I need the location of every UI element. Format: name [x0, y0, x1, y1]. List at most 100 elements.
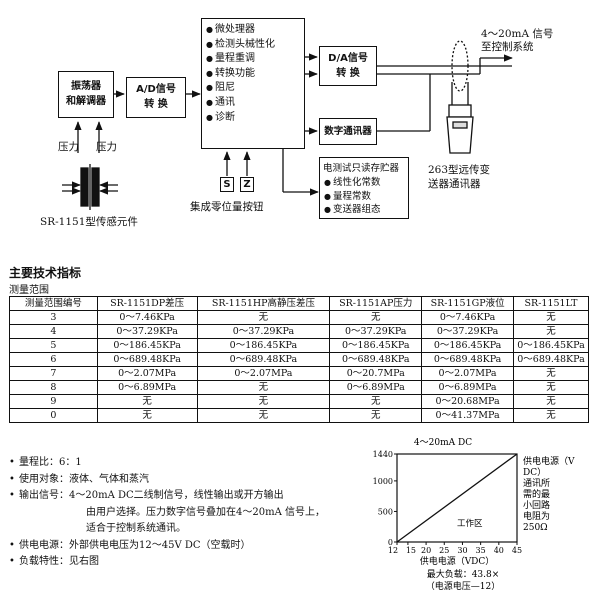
feature-text: 负载特性：见右图 — [19, 556, 99, 567]
table-header-cell: SR-1151DP差压 — [96, 296, 198, 311]
zero-switch-z: Z — [240, 177, 254, 192]
x-tick-label: 45 — [512, 546, 522, 555]
load-line — [396, 453, 518, 543]
memory-item: 量程常数 — [324, 190, 381, 204]
table-cell: 0～6.89MPa — [96, 380, 198, 395]
table-row: 0 无 无 无 0～41.37MPa 无 — [9, 408, 589, 423]
table-row: 7 0～2.07MPa 0～2.07MPa 0～20.7MPa 0～2.07MP… — [9, 366, 589, 381]
feature-list: •量程比：6：1 •使用对象：液体、气体和蒸汽 •输出信号：4～20mA DC二… — [9, 455, 325, 571]
table-cell: 0～2.07MPa — [196, 366, 331, 381]
table-cell: 无 — [513, 408, 589, 423]
table-cell: 0～186.45KPa — [196, 338, 331, 353]
y-tick-label: 500 — [378, 507, 393, 516]
sensor-element-shape — [62, 164, 118, 210]
specs-heading: 主要技术指标 — [9, 266, 82, 280]
table-cell: 0～6.89MPa — [421, 380, 515, 395]
table-header-cell: SR-1151HP高静压差压 — [196, 296, 331, 311]
table-cell: 5 — [9, 338, 98, 353]
y-tick-label: 1440 — [373, 450, 393, 459]
table-cell: 0～7.46KPa — [421, 310, 515, 325]
table-header-cell: SR-1151LT — [513, 296, 589, 311]
sensor-element-label: SR-1151型传感元件 — [40, 216, 138, 228]
diagram-connectors — [62, 40, 513, 210]
table-cell: 0～2.07MPa — [421, 366, 515, 381]
memory-item: 线性化常数 — [324, 176, 381, 190]
remote-communicator-label: 263型远传变 送器通讯器 — [428, 164, 491, 190]
output-signal-label: 4～20mA 信号 至控制系统 — [481, 28, 554, 53]
right-note-line: 小回路 — [523, 499, 550, 511]
table-cell: 0～689.48KPa — [196, 352, 331, 367]
pressure-left-label: 压力 — [58, 141, 79, 153]
feature-output-cont: 适合于控制系统通讯。 — [86, 523, 186, 534]
table-cell: 4 — [9, 324, 98, 339]
table-cell: 9 — [9, 394, 98, 409]
table-cell: 0～37.29KPa — [421, 324, 515, 339]
table-cell: 7 — [9, 366, 98, 381]
x-tick-label: 12 — [388, 546, 398, 555]
right-note-line: 250Ω — [523, 523, 548, 533]
table-cell: 0～41.37MPa — [421, 408, 515, 423]
table-cell: 0～186.45KPa — [329, 338, 423, 353]
y-tick-label: 1000 — [373, 477, 393, 486]
table-header-row: 测量范围编号 SR-1151DP差压 SR-1151HP高静压差压 SR-115… — [9, 296, 589, 311]
table-cell: 0～689.48KPa — [329, 352, 423, 367]
table-header-cell: 测量范围编号 — [9, 296, 98, 311]
right-note-line: 通讯所 — [523, 478, 550, 489]
table-cell: 无 — [196, 394, 331, 409]
right-note-line: 供电电源（V — [523, 455, 575, 467]
table-cell: 0～7.46KPa — [96, 310, 198, 325]
table-cell: 8 — [9, 380, 98, 395]
feature-range-ratio: •量程比：6：1 — [9, 457, 82, 468]
memory-box: 电测试只读存贮器 线性化常数 量程常数 变送器组态 — [319, 157, 409, 219]
processor-feature: 检测头械性化 — [206, 38, 304, 53]
table-cell: 无 — [196, 380, 331, 395]
memory-item-list: 线性化常数 量程常数 变送器组态 — [320, 176, 381, 217]
right-note-line: DC） — [523, 467, 546, 478]
digital-communicator-box: 数字通讯器 — [319, 118, 377, 145]
x-tick-label: 30 — [457, 546, 467, 555]
table-row: 4 0～37.29KPa 0～37.29KPa 0～37.29KPa 0～37.… — [9, 324, 589, 339]
processor-feature: 诊断 — [206, 111, 304, 126]
x-tick-label: 15 — [406, 546, 416, 555]
processor-feature: 量程重调 — [206, 52, 304, 67]
x-tick-label: 25 — [439, 546, 449, 555]
measurement-range-table: 测量范围编号 SR-1151DP差压 SR-1151HP高静压差压 SR-115… — [9, 296, 589, 423]
feature-text: 输出信号：4～20mA DC二线制信号，线性输出或开方输出 — [19, 490, 284, 501]
table-header-cell: SR-1151GP液位 — [421, 296, 515, 311]
processor-feature: 微处理器 — [206, 23, 304, 38]
table-cell: 0～6.89MPa — [329, 380, 423, 395]
table-cell: 0～186.45KPa — [96, 338, 198, 353]
table-row: 5 0～186.45KPa 0～186.45KPa 0～186.45KPa 0～… — [9, 338, 589, 353]
microprocessor-box: 微处理器 检测头械性化 量程重调 转换功能 阻尼 通讯 诊断 — [201, 18, 305, 149]
x-axis-label: 供电电源（VDC） — [420, 555, 495, 567]
zero-button-label: 集成零位量按钮 — [190, 201, 264, 213]
ad-converter-box: A/D信号 转 换 — [126, 77, 186, 118]
table-cell: 0～186.45KPa — [421, 338, 515, 353]
table-cell: 无 — [196, 408, 331, 423]
table-cell: 无 — [513, 394, 589, 409]
table-cell: 0～689.48KPa — [96, 352, 198, 367]
feature-output: •输出信号：4～20mA DC二线制信号，线性输出或开方输出 — [9, 490, 284, 501]
x-tick-label: 40 — [494, 546, 504, 555]
table-cell: 0～689.48KPa — [513, 352, 589, 367]
processor-feature-list: 微处理器 检测头械性化 量程重调 转换功能 阻尼 通讯 诊断 — [202, 19, 304, 125]
feature-text: 供电电源：外部供电电压为12～45V DC（空载时） — [19, 539, 251, 551]
pressure-right-label: 压力 — [96, 141, 117, 153]
table-row: 8 0～6.89MPa 无 0～6.89MPa 0～6.89MPa 无 — [9, 380, 589, 395]
processor-feature: 阻尼 — [206, 81, 304, 96]
table-cell: 无 — [96, 408, 198, 423]
table-cell: 无 — [196, 310, 331, 325]
table-cell: 无 — [513, 324, 589, 339]
table-row: 9 无 无 无 0～20.68MPa 无 — [9, 394, 589, 409]
feature-text: 使用对象：液体、气体和蒸汽 — [19, 473, 149, 485]
table-cell: 无 — [513, 310, 589, 325]
table-cell: 0～20.7MPa — [329, 366, 423, 381]
table-cell: 0～37.29KPa — [329, 324, 423, 339]
chart-title: 4～20mA DC — [414, 438, 472, 448]
right-note-line: 需的最 — [523, 488, 550, 500]
table-cell: 0～37.29KPa — [196, 324, 331, 339]
feature-supply: •供电电源：外部供电电压为12～45V DC（空载时） — [9, 539, 251, 551]
processor-feature: 通讯 — [206, 96, 304, 111]
table-cell: 0～37.29KPa — [96, 324, 198, 339]
